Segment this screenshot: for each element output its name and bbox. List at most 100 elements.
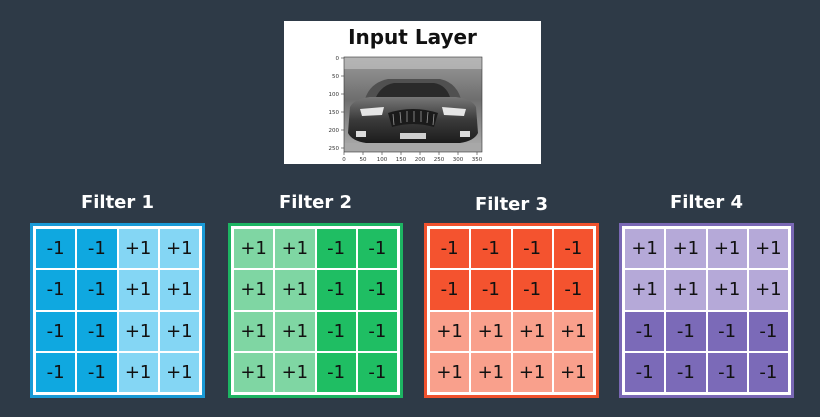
svg-text:200: 200 <box>329 128 340 134</box>
input-layer-panel: Input Layer <box>284 21 541 164</box>
filter-cell: +1 <box>748 229 788 269</box>
filter-cell: +1 <box>234 229 274 269</box>
filter-grid: +1+1+1+1+1+1+1+1-1-1-1-1-1-1-1-1 <box>619 223 794 398</box>
svg-text:0: 0 <box>336 56 340 62</box>
filter-cell: +1 <box>159 270 199 310</box>
filter-cell: -1 <box>36 311 76 351</box>
input-layer-title: Input Layer <box>348 25 477 49</box>
filter-cell: +1 <box>471 352 511 392</box>
filter-cell: +1 <box>666 270 706 310</box>
filter-cell: -1 <box>512 270 552 310</box>
filter-cell: +1 <box>118 311 158 351</box>
svg-text:0: 0 <box>342 157 346 163</box>
x-tick: 250 <box>434 152 445 163</box>
y-tick: 100 <box>329 92 344 98</box>
y-tick: 200 <box>329 128 344 134</box>
svg-text:350: 350 <box>472 157 483 163</box>
filter-cell: +1 <box>512 311 552 351</box>
y-tick: 250 <box>329 146 344 152</box>
filter-cell: +1 <box>553 352 593 392</box>
filter-cell: -1 <box>316 311 356 351</box>
x-tick: 350 <box>472 152 483 163</box>
filter-cell: -1 <box>666 352 706 392</box>
filter-cell: -1 <box>707 352 747 392</box>
y-tick: 0 <box>336 56 344 62</box>
filter-cell: -1 <box>77 352 117 392</box>
filter-cell: -1 <box>77 311 117 351</box>
filter-1: Filter 1 -1-1+1+1-1-1+1+1-1-1+1+1-1-1+1+… <box>30 188 205 398</box>
filter-cell: +1 <box>118 352 158 392</box>
filter-cell: +1 <box>625 229 665 269</box>
svg-text:150: 150 <box>329 110 340 116</box>
svg-text:250: 250 <box>434 157 445 163</box>
filter-cell: -1 <box>471 229 511 269</box>
car-image <box>344 57 482 152</box>
filter-cell: +1 <box>430 352 470 392</box>
filter-4: Filter 4 +1+1+1+1+1+1+1+1-1-1-1-1-1-1-1-… <box>619 188 794 398</box>
filter-cell: +1 <box>707 270 747 310</box>
filter-cell: -1 <box>36 229 76 269</box>
filter-cell: +1 <box>512 352 552 392</box>
y-tick: 50 <box>332 74 344 80</box>
filter-title: Filter 3 <box>474 194 549 215</box>
filter-cell: -1 <box>471 270 511 310</box>
filter-cell: +1 <box>625 270 665 310</box>
y-tick: 150 <box>329 110 344 116</box>
svg-text:250: 250 <box>329 146 340 152</box>
svg-text:100: 100 <box>377 157 388 163</box>
filter-cell: +1 <box>159 352 199 392</box>
filter-cell: -1 <box>430 229 470 269</box>
x-tick: 0 <box>342 152 346 163</box>
filter-cell: +1 <box>707 229 747 269</box>
filter-cell: -1 <box>748 352 788 392</box>
filter-cell: -1 <box>553 270 593 310</box>
filter-cell: -1 <box>430 270 470 310</box>
svg-text:100: 100 <box>329 92 340 98</box>
plot-axes <box>343 56 483 153</box>
filter-cell: -1 <box>316 229 356 269</box>
filter-cell: -1 <box>512 229 552 269</box>
filter-grid: +1+1-1-1+1+1-1-1+1+1-1-1+1+1-1-1 <box>228 223 403 398</box>
filter-cell: +1 <box>748 270 788 310</box>
filter-cell: -1 <box>357 352 397 392</box>
filter-grid: -1-1+1+1-1-1+1+1-1-1+1+1-1-1+1+1 <box>30 223 205 398</box>
x-tick: 50 <box>360 152 367 163</box>
filter-cell: +1 <box>234 270 274 310</box>
filter-cell: -1 <box>625 311 665 351</box>
filter-3: Filter 3 -1-1-1-1-1-1-1-1+1+1+1+1+1+1+1+… <box>424 188 599 398</box>
filter-cell: +1 <box>275 311 315 351</box>
filter-title: Filter 1 <box>80 192 155 213</box>
car-image-plot: 0 50 100 150 200 250 0 50 100 150 200 25… <box>329 56 483 163</box>
svg-text:300: 300 <box>453 157 464 163</box>
filter-cell: +1 <box>430 311 470 351</box>
filter-cell: -1 <box>666 311 706 351</box>
filter-cell: -1 <box>625 352 665 392</box>
y-axis-ticks: 0 50 100 150 200 250 <box>329 56 344 152</box>
filter-cell: -1 <box>36 270 76 310</box>
x-tick: 150 <box>396 152 407 163</box>
filter-cell: -1 <box>316 270 356 310</box>
filter-2: Filter 2 +1+1-1-1+1+1-1-1+1+1-1-1+1+1-1-… <box>228 188 403 398</box>
filter-cell: -1 <box>357 229 397 269</box>
filter-cell: +1 <box>553 311 593 351</box>
filter-cell: -1 <box>77 229 117 269</box>
x-tick: 100 <box>377 152 388 163</box>
filter-title: Filter 2 <box>278 192 353 213</box>
filter-cell: +1 <box>275 270 315 310</box>
filter-cell: -1 <box>36 352 76 392</box>
svg-text:50: 50 <box>332 74 339 80</box>
filter-cell: -1 <box>707 311 747 351</box>
filter-cell: +1 <box>234 352 274 392</box>
x-tick: 300 <box>453 152 464 163</box>
x-axis-ticks: 0 50 100 150 200 250 300 350 <box>342 152 483 163</box>
filter-cell: +1 <box>666 229 706 269</box>
filter-cell: +1 <box>471 311 511 351</box>
filter-cell: +1 <box>275 352 315 392</box>
filter-cell: -1 <box>748 311 788 351</box>
filter-cell: -1 <box>357 270 397 310</box>
filter-cell: +1 <box>159 311 199 351</box>
filter-cell: +1 <box>118 270 158 310</box>
svg-text:50: 50 <box>360 157 367 163</box>
filter-cell: -1 <box>316 352 356 392</box>
filter-cell: -1 <box>77 270 117 310</box>
